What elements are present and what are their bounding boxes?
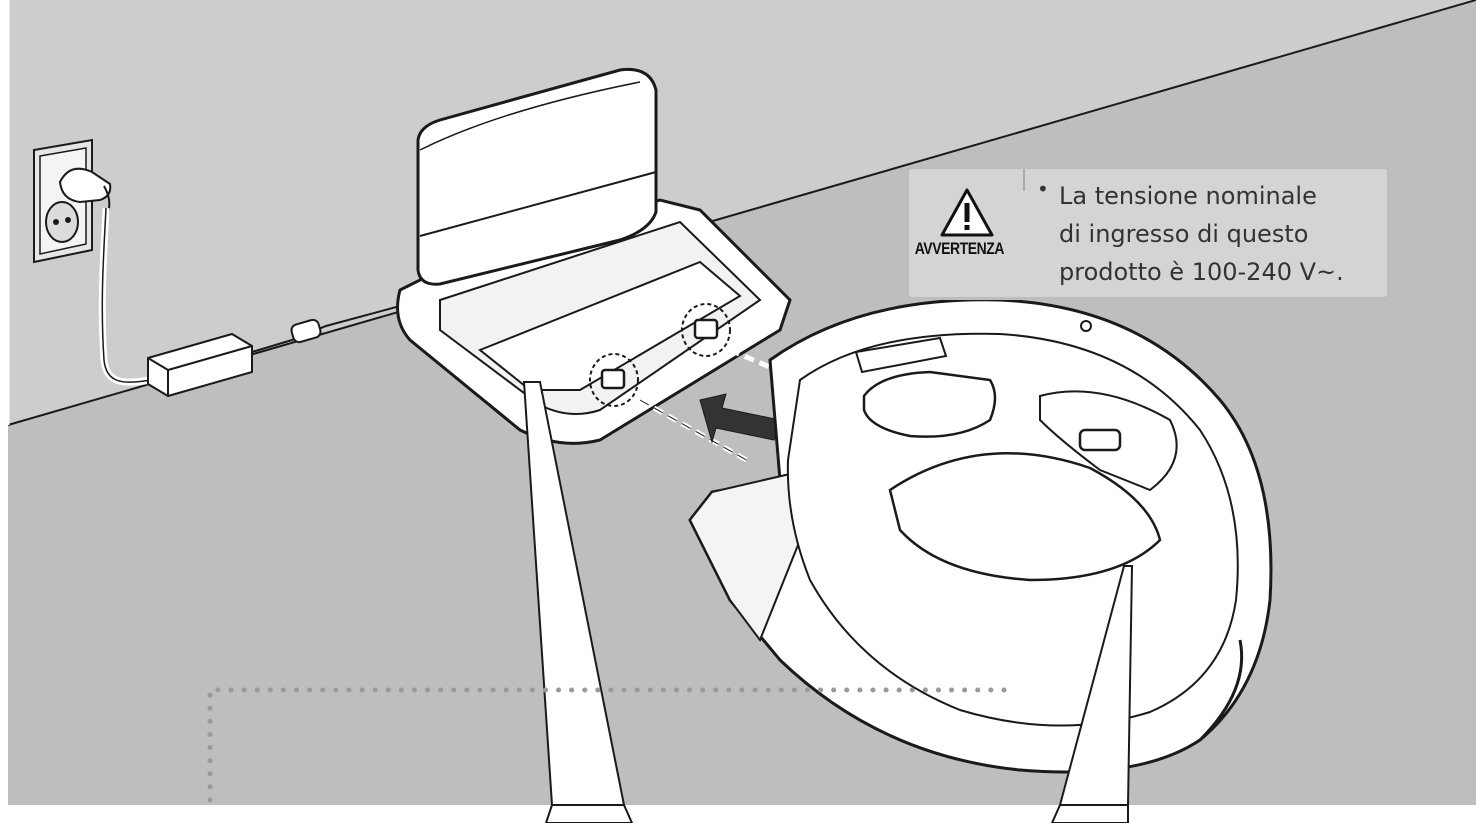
warning-label: AVVERTENZA	[914, 239, 1005, 258]
ferrite-core	[290, 318, 322, 344]
warning-divider	[1023, 169, 1025, 191]
warning-bullet: •	[1037, 177, 1049, 201]
charging-dock	[396, 67, 792, 445]
warning-triangle-icon	[940, 188, 994, 237]
wall-socket-icon	[33, 138, 112, 264]
bottom-band	[0, 805, 1476, 823]
dock-contact-left	[589, 353, 639, 407]
warning-box: AVVERTENZA • La tensione nominale di ing…	[906, 166, 1390, 300]
power-adapter	[147, 332, 253, 398]
warning-text: La tensione nominale di ingresso di ques…	[1059, 182, 1344, 286]
alignment-line-upper	[729, 347, 801, 383]
dock-contact-right	[681, 303, 731, 357]
